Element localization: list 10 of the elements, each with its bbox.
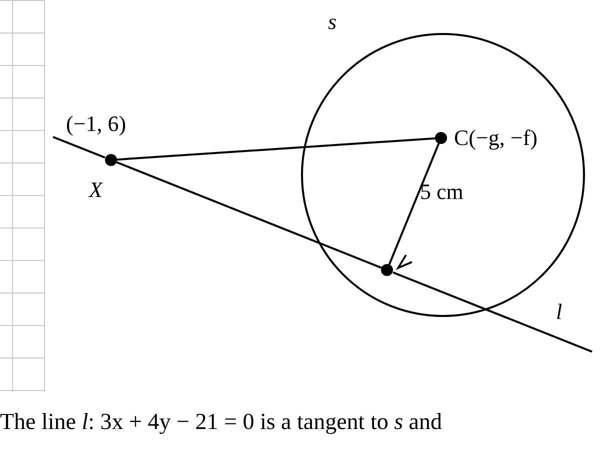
coordinate-label: (−1, 6) bbox=[66, 112, 126, 136]
edge-label: 5 cm bbox=[420, 180, 464, 204]
line-segment bbox=[116, 137, 436, 161]
line-segment bbox=[116, 161, 382, 269]
line-label: l bbox=[556, 300, 562, 324]
circle-label: s bbox=[328, 10, 337, 34]
caption: The line l: 3x + 4y − 21 = 0 is a tangent to s and bbox=[0, 408, 442, 436]
line-segment bbox=[388, 143, 440, 265]
point-label: C(−g, −f) bbox=[454, 126, 538, 150]
point-label: X bbox=[89, 178, 102, 202]
